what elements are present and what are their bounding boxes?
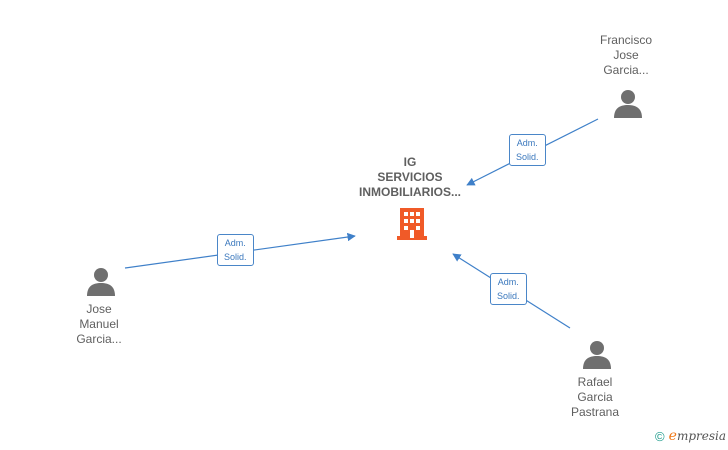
person-name-jose[interactable]: Jose Manuel Garcia... <box>76 302 122 346</box>
edge-label-rafael[interactable]: Adm. Solid. <box>490 273 527 305</box>
footer-brand[interactable]: © empresia <box>655 428 726 444</box>
person-icon[interactable] <box>581 339 613 369</box>
person-name-rafael[interactable]: Rafael Garcia Pastrana <box>570 375 620 419</box>
copyright-icon: © <box>655 428 665 444</box>
company-name[interactable]: IG SERVICIOS INMOBILIARIOS... <box>359 155 461 199</box>
person-icon[interactable] <box>612 88 644 118</box>
brand-logo: empresia <box>668 428 726 444</box>
edge-label-francisco[interactable]: Adm. Solid. <box>509 134 546 166</box>
person-name-francisco[interactable]: Francisco Jose Garcia... <box>599 33 652 77</box>
person-icon[interactable] <box>85 266 117 296</box>
building-icon[interactable] <box>396 206 428 240</box>
edge-label-jose[interactable]: Adm. Solid. <box>217 234 254 266</box>
